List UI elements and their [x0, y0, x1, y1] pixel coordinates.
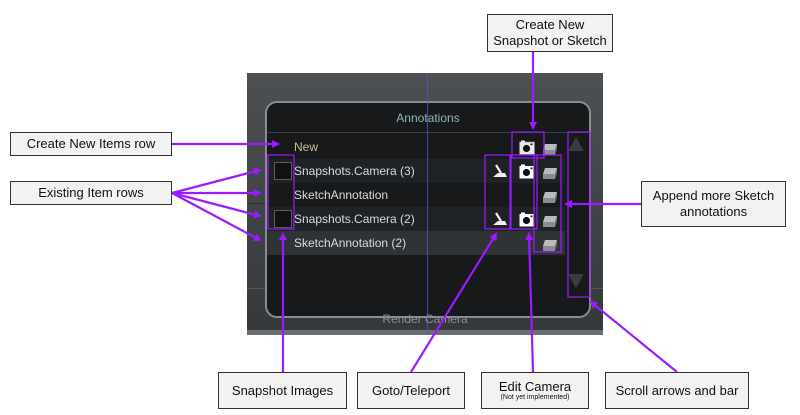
triangle-up-icon[interactable] [567, 136, 585, 152]
row-label: SketchAnnotation [294, 188, 389, 202]
new-items-row: New [267, 135, 565, 159]
triangle-down-icon[interactable] [567, 273, 585, 289]
callout-text: Goto/Teleport [371, 382, 451, 398]
render-camera-label: Render Camera [382, 312, 468, 326]
callout-text: Existing Item rows [38, 185, 144, 201]
row-label: SketchAnnotation (2) [294, 236, 407, 250]
viewport-bottom-strip [247, 330, 603, 335]
sketch-eraser-icon[interactable] [542, 188, 558, 203]
snapshot-row[interactable]: Snapshots.Camera (3) [267, 159, 565, 183]
sketch-row[interactable]: SketchAnnotation [267, 183, 565, 207]
callout-create-new-items-row: Create New Items row [10, 132, 172, 156]
callout-text: Append more Sketch annotations [652, 188, 775, 219]
annotations-panel: Annotations New Snapshots.Camera (3) Ske… [265, 101, 591, 318]
sketch-eraser-icon[interactable] [542, 164, 558, 179]
sketch-row[interactable]: SketchAnnotation (2) [267, 231, 565, 255]
camera-icon[interactable] [519, 139, 535, 155]
callout-goto-teleport: Goto/Teleport [357, 372, 465, 409]
callout-existing-item-rows: Existing Item rows [10, 181, 172, 205]
callout-text: Edit Camera [498, 378, 572, 394]
callout-append-sketch: Append more Sketch annotations [641, 181, 786, 227]
goto-teleport-icon[interactable] [492, 163, 508, 179]
callout-subtext: (Not yet implemented) [500, 394, 570, 402]
sketch-eraser-icon[interactable] [542, 140, 558, 155]
viewport-axis-line [427, 73, 428, 335]
row-label: Snapshots.Camera (2) [294, 212, 415, 226]
snapshot-thumbnail[interactable] [274, 210, 292, 228]
panel-title: Annotations [267, 111, 589, 125]
callout-scroll: Scroll arrows and bar [605, 372, 749, 409]
row-label: New [294, 140, 319, 154]
camera-icon[interactable] [519, 163, 535, 179]
callout-create-new-snapshot: Create New Snapshot or Sketch [487, 14, 613, 52]
callout-text: Create New Items row [26, 136, 156, 152]
callout-edit-camera: Edit Camera (Not yet implemented) [481, 372, 589, 409]
sketch-eraser-icon[interactable] [542, 236, 558, 251]
row-label: Snapshots.Camera (3) [294, 164, 415, 178]
camera-icon[interactable] [519, 211, 535, 227]
arrow-scroll [589, 300, 678, 373]
callout-text: Scroll arrows and bar [615, 382, 739, 398]
title-divider [267, 132, 589, 133]
goto-teleport-icon[interactable] [492, 211, 508, 227]
callout-text: Snapshot Images [231, 382, 334, 398]
sketch-eraser-icon[interactable] [542, 212, 558, 227]
snapshot-row[interactable]: Snapshots.Camera (2) [267, 207, 565, 231]
callout-snapshot-images: Snapshot Images [218, 372, 347, 409]
callout-text: Create New Snapshot or Sketch [493, 17, 607, 48]
snapshot-thumbnail[interactable] [274, 162, 292, 180]
